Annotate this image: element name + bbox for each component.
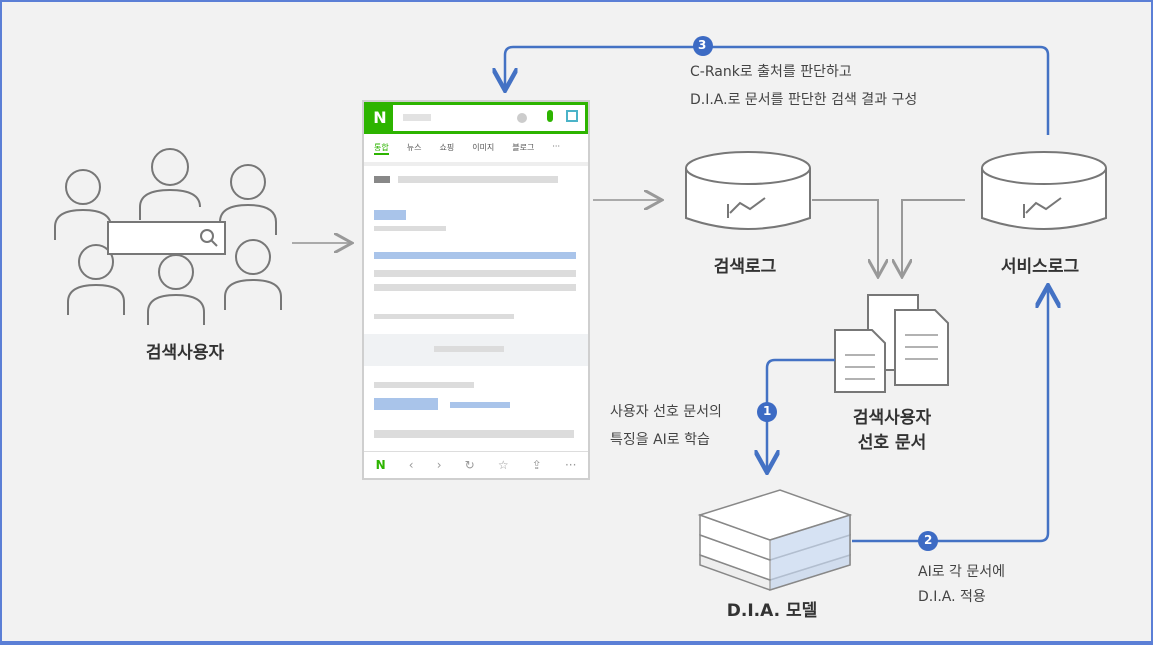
naver-logo: N	[367, 105, 393, 131]
mic-icon[interactable]	[547, 110, 553, 122]
badge-1-number: 1	[763, 404, 772, 418]
tab-news[interactable]: 뉴스	[406, 143, 422, 152]
users-icon	[54, 148, 282, 325]
arrow-step3	[505, 45, 1050, 135]
step1-line1: 사용자 선호 문서의	[610, 404, 722, 420]
nav-home[interactable]: N	[375, 458, 386, 472]
nav-share[interactable]: ⇪	[531, 458, 542, 472]
phone-tabs: 통합 뉴스 쇼핑 이미지 블로그 ···	[374, 142, 560, 155]
step1-line2: 특징을 AI로 학습	[610, 432, 710, 448]
arrow-searchlog-to-docs	[812, 199, 878, 275]
preferred-docs-label-1: 검색사용자	[852, 408, 932, 428]
badge-1	[757, 402, 777, 422]
phone-bottom-nav: N ‹ › ↻ ☆ ⇪ ···	[364, 451, 588, 478]
step3-line1: C-Rank로 출처를 판단하고	[690, 64, 852, 80]
nav-back[interactable]: ‹	[408, 458, 414, 472]
documents-icon	[834, 294, 949, 393]
arrow-step2	[852, 288, 1048, 543]
arrow-step1	[767, 358, 835, 470]
tab-blog[interactable]: 블로그	[512, 143, 535, 152]
badge-3	[693, 36, 713, 56]
nav-refresh[interactable]: ↻	[464, 458, 475, 472]
preferred-docs-label-2: 선호 문서	[857, 433, 927, 453]
step3-line2: D.I.A.로 문서를 판단한 검색 결과 구성	[690, 92, 918, 108]
search-phone-mockup: N 통합 뉴스 쇼핑 이미지 블로그 ··· N ‹ › ↻ ☆ ⇪ ···	[362, 100, 590, 480]
step2-line2: D.I.A. 적용	[918, 589, 986, 605]
search-log-label: 검색로그	[713, 257, 777, 277]
tab-more[interactable]: ···	[552, 142, 561, 151]
badge-3-number: 3	[698, 38, 707, 52]
badge-2-number: 2	[924, 533, 933, 547]
nav-more[interactable]: ···	[564, 458, 577, 472]
nav-forward[interactable]: ›	[436, 458, 442, 472]
nav-bookmark[interactable]: ☆	[497, 458, 509, 472]
tab-image[interactable]: 이미지	[472, 143, 495, 152]
search-box-icon	[107, 221, 226, 255]
step2-line1: AI로 각 문서에	[918, 564, 1006, 580]
search-log-database-icon	[685, 151, 811, 230]
service-log-label: 서비스로그	[1000, 257, 1080, 277]
badge-2	[918, 531, 938, 551]
lens-icon[interactable]	[566, 110, 578, 122]
dia-model-icon	[697, 489, 853, 592]
step-badges	[693, 36, 938, 551]
clear-icon[interactable]	[517, 113, 527, 123]
phone-search-bar[interactable]: N	[364, 102, 588, 134]
tab-integrated[interactable]: 통합	[374, 142, 389, 155]
users-label: 검색사용자	[145, 343, 225, 363]
dia-model-label: D.I.A. 모델	[726, 601, 818, 621]
arrow-servicelog-to-docs	[902, 199, 965, 275]
tab-shopping[interactable]: 쇼핑	[439, 143, 455, 152]
service-log-database-icon	[981, 151, 1107, 230]
